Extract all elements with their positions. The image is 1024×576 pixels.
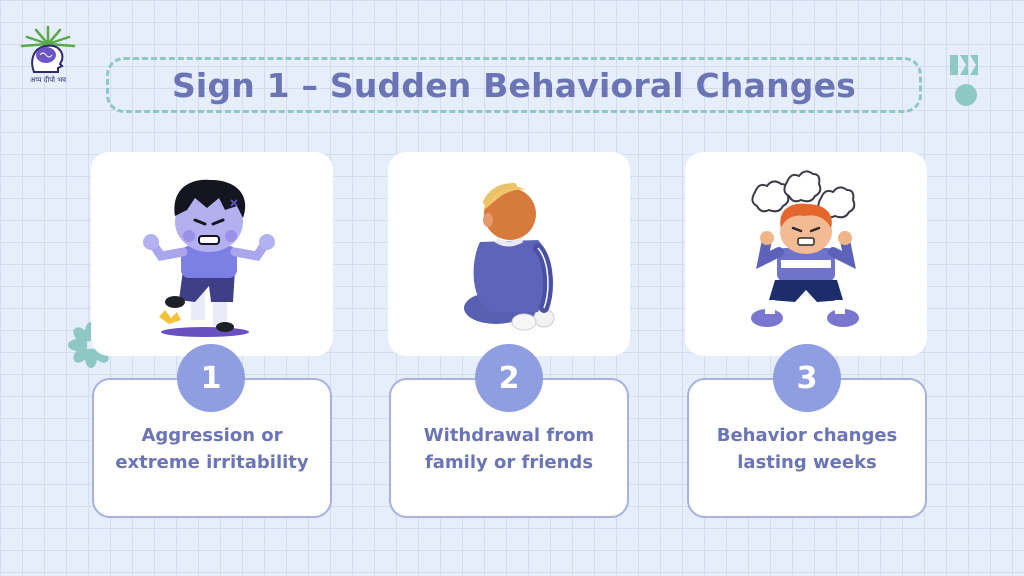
brand-logo: अप्प दीपो भव [16, 24, 80, 90]
card-3-text: Behavior changes lasting weeks [716, 425, 898, 473]
logo-caption: अप्प दीपो भव [29, 76, 67, 84]
card-1-text: Aggression or extreme irritability [115, 425, 309, 473]
card-3-image [685, 152, 927, 356]
page-title: Sign 1 – Sudden Behavioral Changes [171, 65, 857, 105]
step-number-1: 1 [177, 344, 245, 412]
title-banner: Sign 1 – Sudden Behavioral Changes [106, 57, 922, 113]
angry-kid-stomping-illustration [143, 179, 275, 337]
card-1-image [91, 152, 333, 356]
card-2-image [388, 152, 630, 356]
step-number-3: 3 [773, 344, 841, 412]
withdrawn-kid-illustration [464, 183, 555, 331]
decorative-shapes [946, 53, 986, 113]
brain-head-icon [20, 25, 76, 73]
step-number-2: 2 [475, 344, 543, 412]
card-2-text: Withdrawal from family or friends [423, 425, 595, 473]
frustrated-kid-illustration [751, 170, 859, 327]
